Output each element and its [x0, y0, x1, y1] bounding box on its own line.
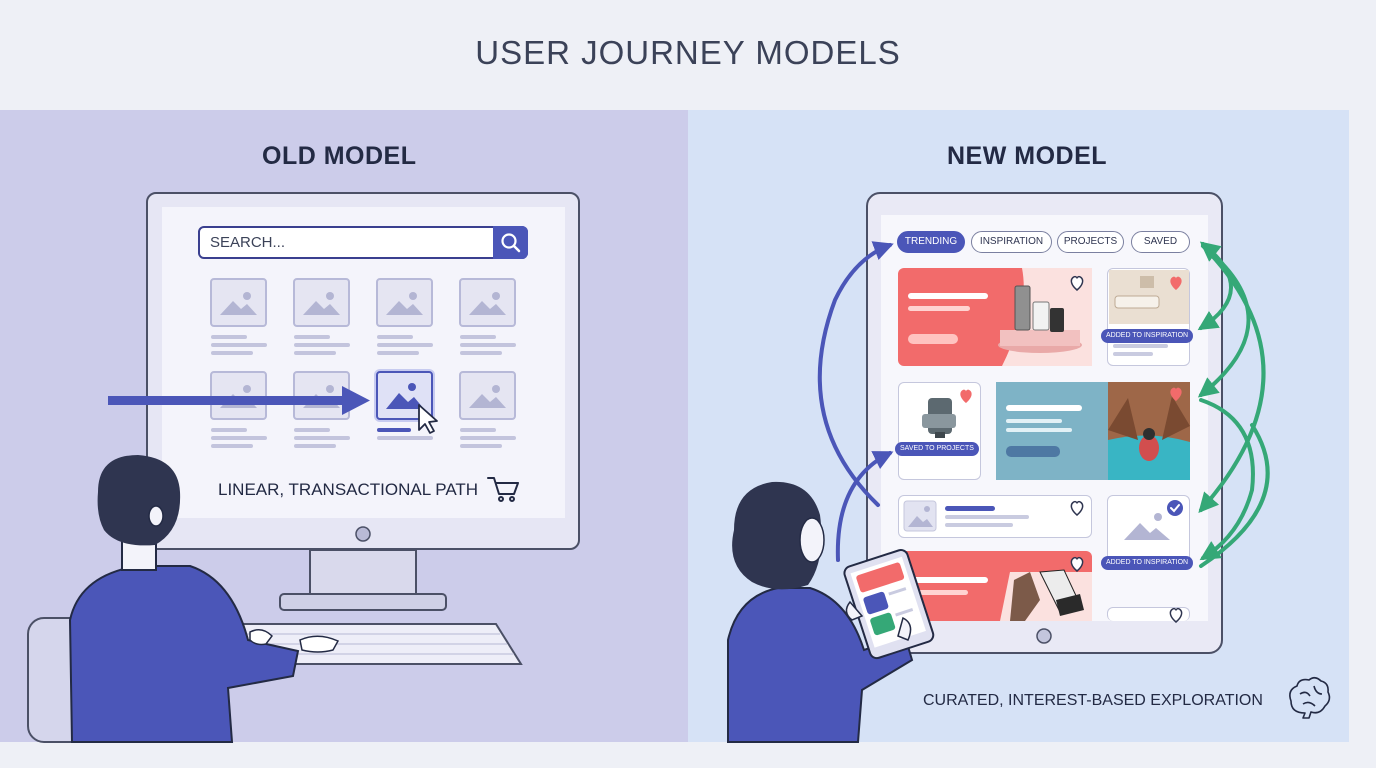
list-item-content [903, 500, 1029, 532]
fashion-card-content [908, 569, 1092, 621]
green-journey-arrows [1197, 241, 1270, 568]
tablet-home-button [1036, 628, 1052, 644]
text-line [211, 343, 267, 347]
text-line [294, 351, 336, 355]
tab-trending[interactable]: TRENDING [897, 231, 965, 253]
added-to-inspiration-tag: ADDED TO INSPIRATION [1101, 329, 1194, 343]
text-line [377, 343, 433, 347]
check-icon [1167, 500, 1183, 516]
text-line [211, 351, 253, 355]
text-line [460, 343, 516, 347]
heart-icon [960, 275, 1183, 623]
product-thumbnail[interactable] [459, 371, 516, 420]
text-line [294, 343, 350, 347]
product-thumbnail[interactable] [459, 278, 516, 327]
text-line [460, 444, 502, 448]
text-line [294, 335, 330, 339]
product-thumbnail[interactable] [376, 278, 433, 327]
tablet-user-illustration [727, 481, 935, 743]
brain-icon [1289, 676, 1331, 719]
old-model-heading: OLD MODEL [262, 142, 417, 170]
text-line [211, 428, 247, 432]
text-line [377, 335, 413, 339]
new-model-caption: CURATED, INTEREST-BASED EXPLORATION [923, 692, 1263, 709]
page-title: USER JOURNEY MODELS [475, 34, 901, 71]
text-line [377, 351, 419, 355]
text-line [294, 444, 336, 448]
text-line [294, 436, 350, 440]
text-line [460, 335, 496, 339]
cart-icon [487, 477, 519, 502]
text-line [211, 436, 267, 440]
search-icon [501, 233, 521, 253]
promo-card-content [908, 268, 1092, 366]
image-card-content [1124, 513, 1170, 540]
tab-saved[interactable]: SAVED [1131, 231, 1190, 253]
travel-card-content [996, 382, 1190, 480]
tab-inspiration[interactable]: INSPIRATION [971, 231, 1052, 253]
search-input[interactable]: SEARCH... [198, 226, 528, 259]
selected-text-line [377, 428, 411, 432]
search-button[interactable] [493, 226, 528, 259]
monitor-stand [279, 526, 447, 611]
search-placeholder: SEARCH... [210, 234, 286, 251]
added-to-inspiration-tag-2: ADDED TO INSPIRATION [1101, 556, 1194, 570]
new-model-heading: NEW MODEL [947, 142, 1108, 170]
text-line [460, 351, 502, 355]
text-line [211, 335, 247, 339]
product-thumbnail[interactable] [293, 278, 350, 327]
desktop-user-illustration [27, 455, 340, 743]
old-model-caption: LINEAR, TRANSACTIONAL PATH [218, 480, 479, 499]
product-thumbnail[interactable] [210, 278, 267, 327]
linear-path-arrow [108, 386, 370, 415]
saved-to-projects-tag: SAVED TO PROJECTS [895, 442, 979, 456]
text-line [294, 428, 330, 432]
text-line [211, 444, 253, 448]
partial-card[interactable] [1107, 607, 1190, 621]
image-placeholder-icon [220, 292, 506, 408]
blue-journey-arrows [817, 241, 894, 562]
selected-image-icon [386, 383, 424, 409]
product-thumbnail[interactable] [210, 371, 267, 420]
product-thumbnail[interactable] [293, 371, 350, 420]
tab-projects[interactable]: PROJECTS [1057, 231, 1124, 253]
text-line [377, 436, 433, 440]
text-line [460, 428, 496, 432]
cursor-icon [418, 404, 438, 434]
text-line [460, 436, 516, 440]
chair-card-content [922, 398, 956, 438]
